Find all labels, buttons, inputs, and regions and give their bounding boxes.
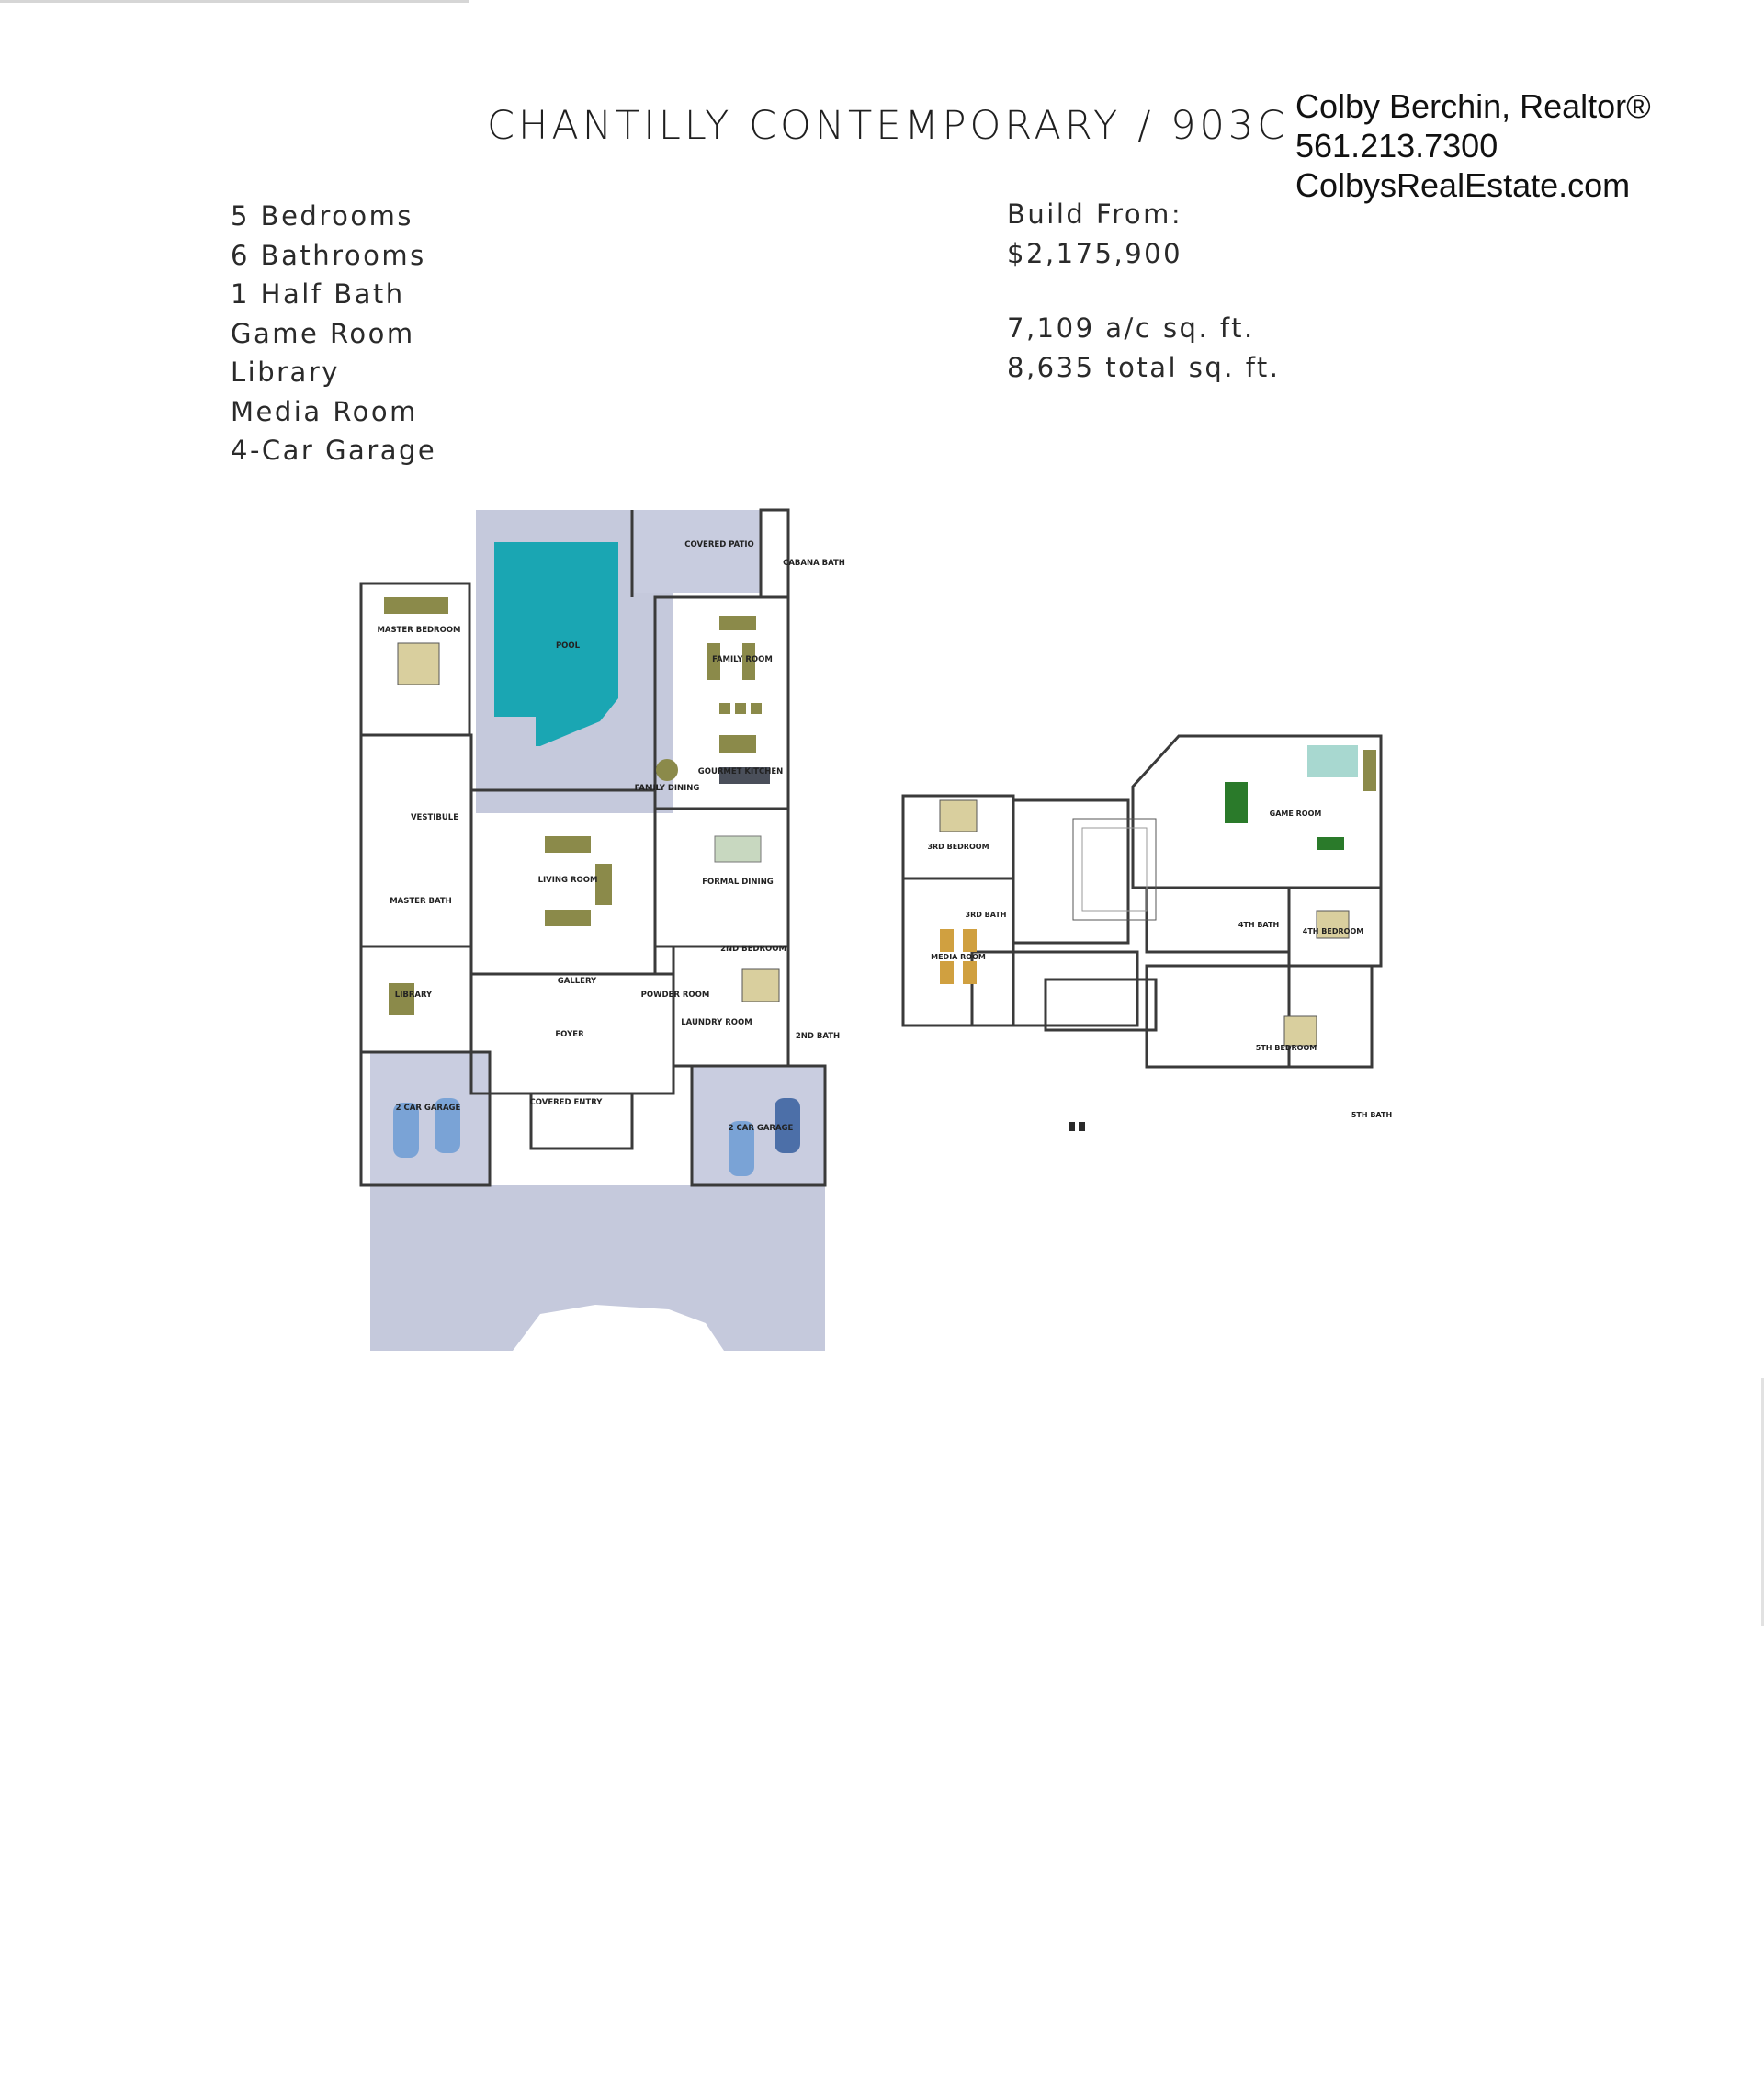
agent-phone: 561.213.7300 xyxy=(1295,127,1498,164)
stair-markers xyxy=(1069,1122,1085,1131)
garage-right-floor xyxy=(692,1066,825,1185)
feature-item: Library xyxy=(231,357,340,388)
room-label-media-room: MEDIA ROOM xyxy=(931,953,986,961)
room-label-garage-right: 2 CAR GARAGE xyxy=(729,1124,794,1133)
room-label-second-bath: 2ND BATH xyxy=(796,1032,840,1041)
square-footage: 7,109 a/c sq. ft. 8,635 total sq. ft. xyxy=(1007,309,1281,388)
agent-website: ColbysRealEstate.com xyxy=(1295,166,1631,204)
scan-edge-line xyxy=(0,0,469,3)
room-label-formal-dining: FORMAL DINING xyxy=(702,878,774,887)
room-label-vestibule: VESTIBULE xyxy=(411,813,458,822)
cars xyxy=(393,1098,800,1176)
room-label-family-dining: FAMILY DINING xyxy=(635,784,700,793)
room-label-cabana-bath: CABANA BATH xyxy=(783,559,845,568)
price-label: Build From: xyxy=(1007,198,1183,230)
room-label-foyer: FOYER xyxy=(555,1030,584,1039)
room-label-fourth-bedroom: 4TH BEDROOM xyxy=(1303,927,1363,935)
room-label-fifth-bedroom: 5TH BEDROOM xyxy=(1256,1044,1317,1052)
room-label-covered-entry: COVERED ENTRY xyxy=(530,1098,604,1107)
furniture xyxy=(384,597,780,1015)
room-label-library: LIBRARY xyxy=(395,991,433,1000)
feature-item: 1 Half Bath xyxy=(231,278,405,310)
room-label-pool: POOL xyxy=(556,641,581,651)
room-label-powder-room: POWDER ROOM xyxy=(641,991,710,1000)
room-label-master-bedroom: MASTER BEDROOM xyxy=(377,626,460,635)
feature-item: Media Room xyxy=(231,395,418,427)
feature-item: 5 Bedrooms xyxy=(231,200,413,232)
driveway xyxy=(370,1185,825,1351)
scan-edge-line xyxy=(1761,1378,1764,1626)
room-label-fifth-bath: 5TH BATH xyxy=(1351,1111,1392,1119)
feature-list: 5 Bedrooms 6 Bathrooms 1 Half Bath Game … xyxy=(231,197,436,470)
upper-furniture xyxy=(939,745,1376,1047)
agent-name: Colby Berchin, Realtor® xyxy=(1295,87,1651,125)
total-sqft: 8,635 total sq. ft. xyxy=(1007,352,1281,383)
feature-item: 4-Car Garage xyxy=(231,435,437,466)
room-label-third-bedroom: 3RD BEDROOM xyxy=(927,843,989,851)
agent-contact: Colby Berchin, Realtor® 561.213.7300 Col… xyxy=(1295,86,1651,205)
feature-item: 6 Bathrooms xyxy=(231,239,426,271)
room-label-master-bath: MASTER BATH xyxy=(390,897,452,906)
room-label-third-bath: 3RD BATH xyxy=(966,911,1007,919)
ac-sqft: 7,109 a/c sq. ft. xyxy=(1007,312,1255,344)
first-floor-plan: COVERED PATIO CABANA BATH POOL MASTER BE… xyxy=(359,508,845,1351)
room-label-family-room: FAMILY ROOM xyxy=(712,655,773,664)
room-label-gourmet-kitchen: GOURMET KITCHEN xyxy=(698,767,784,776)
feature-item: Game Room xyxy=(231,317,415,349)
building-walls xyxy=(359,508,827,1187)
page-title: CHANTILLY CONTEMPORARY / 903C xyxy=(487,103,1289,149)
room-label-game-room: GAME ROOM xyxy=(1270,810,1322,818)
garage-left-floor xyxy=(370,1052,490,1185)
room-label-fourth-bath: 4TH BATH xyxy=(1238,921,1279,929)
room-label-living-room: LIVING ROOM xyxy=(538,876,598,885)
room-label-laundry-room: LAUNDRY ROOM xyxy=(681,1018,752,1027)
room-label-covered-patio: COVERED PATIO xyxy=(684,540,754,549)
room-label-gallery: GALLERY xyxy=(558,977,597,986)
covered-patio-area xyxy=(632,510,761,593)
second-floor-plan: 3RD BEDROOM 3RD BATH GAME ROOM 4TH BATH … xyxy=(901,734,1392,1131)
room-label-garage-left: 2 CAR GARAGE xyxy=(396,1104,461,1113)
room-label-second-bedroom: 2ND BEDROOM xyxy=(720,945,786,954)
price-block: Build From: $2,175,900 xyxy=(1007,195,1182,274)
price-value: $2,175,900 xyxy=(1007,238,1183,269)
pool-shape xyxy=(494,542,618,746)
